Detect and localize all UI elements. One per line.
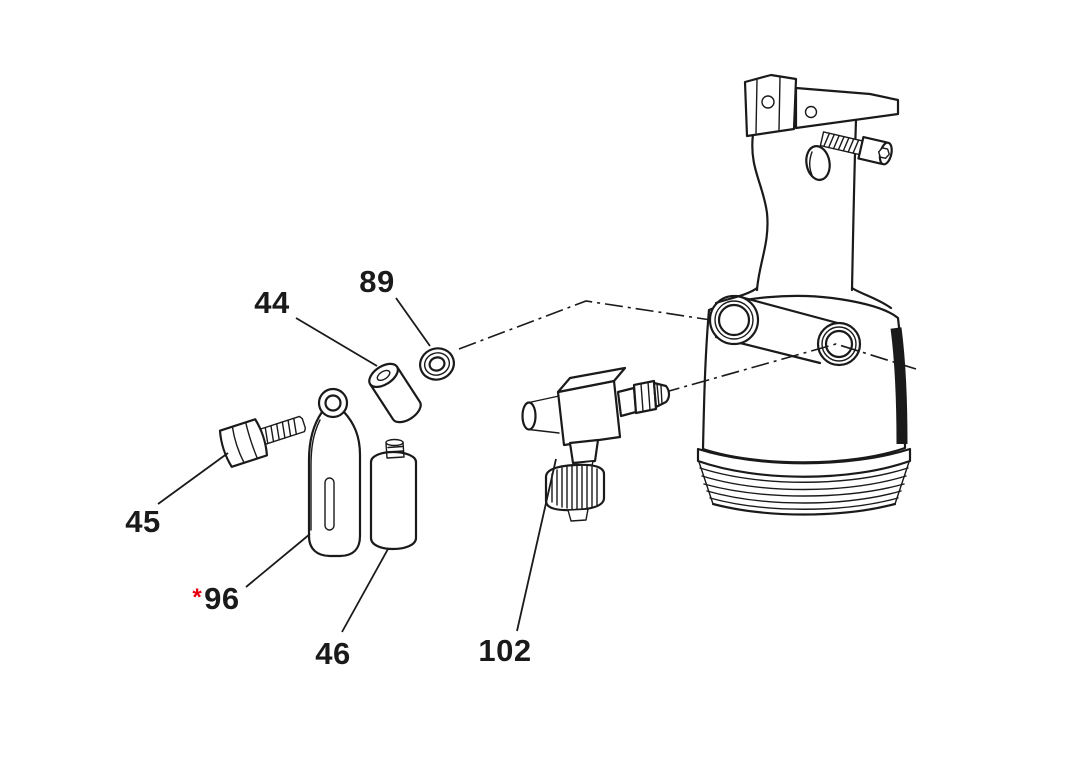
asterisk-marker: *: [192, 584, 203, 611]
part-102-valve: [521, 366, 671, 522]
part-label-45: 45: [125, 504, 160, 540]
leader-102: [516, 458, 557, 632]
filter-body: [369, 450, 418, 551]
leader-45: [157, 452, 229, 505]
assembly-axis-lines: [458, 300, 917, 394]
part-96-bracket: [307, 387, 362, 558]
part-label-89: 89: [359, 264, 394, 300]
axis-line-upper: [458, 300, 712, 350]
port-boss: [708, 294, 862, 367]
clevis-yoke: [743, 73, 798, 138]
leader-89: [395, 297, 431, 347]
part-label-44: 44: [254, 285, 289, 321]
knob-tip: [567, 508, 589, 522]
bracket-slot: [324, 477, 335, 531]
filter-nipple: [385, 438, 405, 459]
part-label-102: 102: [478, 633, 531, 669]
valve-outlet-stud: [616, 379, 671, 418]
part-label-46: 46: [315, 636, 350, 672]
part-number: 45: [125, 504, 161, 539]
part-number: 89: [359, 264, 395, 299]
mount-arm: [794, 86, 900, 130]
pump-column: [714, 118, 893, 310]
part-44-fitting: [368, 362, 422, 424]
part-46-filter: [369, 438, 418, 551]
part-number: 96: [204, 581, 240, 616]
axis-line-lower: [661, 343, 917, 394]
leader-44: [295, 317, 378, 367]
knurled-knob: [544, 463, 606, 522]
part-number: 46: [315, 636, 351, 671]
leader-96: [245, 533, 311, 588]
part-number: 44: [254, 285, 290, 320]
part-number: 102: [478, 633, 532, 668]
part-89-washer: [419, 347, 455, 381]
part-45-hex-bolt: [218, 415, 307, 468]
column-slot-hole: [805, 145, 831, 181]
arm-hole: [804, 105, 818, 119]
valve-inlet: [521, 395, 560, 434]
shading-band: [890, 327, 908, 445]
hex-socket: [877, 147, 890, 159]
cap-screw: [819, 131, 893, 166]
pump-body: [696, 73, 912, 516]
part-label-96: *96: [192, 581, 239, 617]
flange-threads: [696, 447, 912, 516]
leader-46: [341, 548, 389, 633]
leader-lines: [157, 297, 557, 633]
clevis-pin-hole: [761, 95, 775, 109]
